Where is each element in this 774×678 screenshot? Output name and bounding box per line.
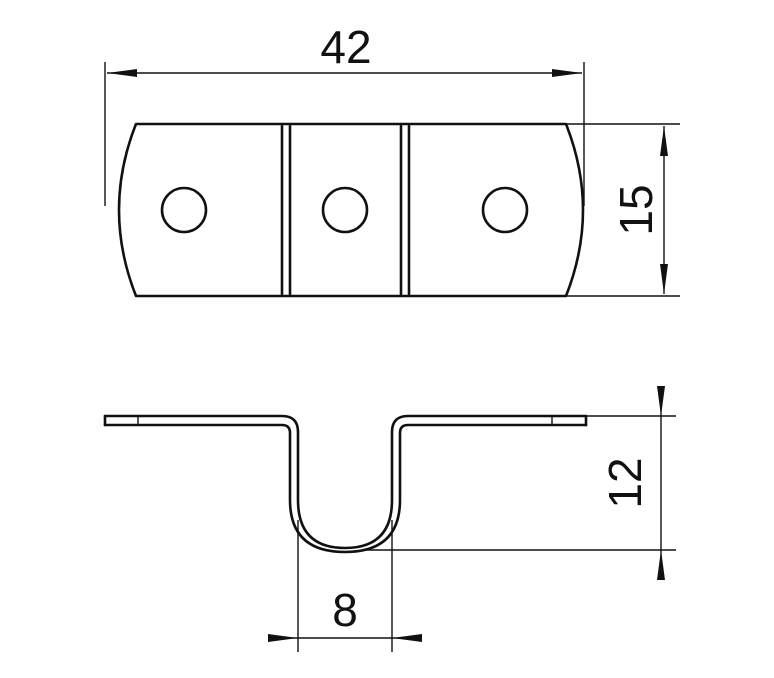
- channel-width-dimension: 8: [268, 520, 422, 652]
- height-dimension: 15: [566, 123, 680, 297]
- bracket-inner-profile: [103, 423, 588, 554]
- top-view: [117, 122, 585, 298]
- plate-outline: [117, 122, 585, 298]
- width-label: 42: [320, 21, 371, 73]
- bend-height-dimension: 12: [365, 386, 676, 580]
- bracket-outer-profile: [103, 414, 588, 550]
- bend-height-label: 12: [599, 457, 651, 508]
- bend-lines: [280, 124, 411, 296]
- width-dimension: 42: [104, 21, 585, 206]
- hole-center: [321, 186, 369, 234]
- side-view: [103, 414, 588, 554]
- hole-right: [481, 186, 529, 234]
- hole-left: [160, 186, 208, 234]
- height-label: 15: [610, 184, 662, 235]
- channel-width-label: 8: [332, 584, 358, 636]
